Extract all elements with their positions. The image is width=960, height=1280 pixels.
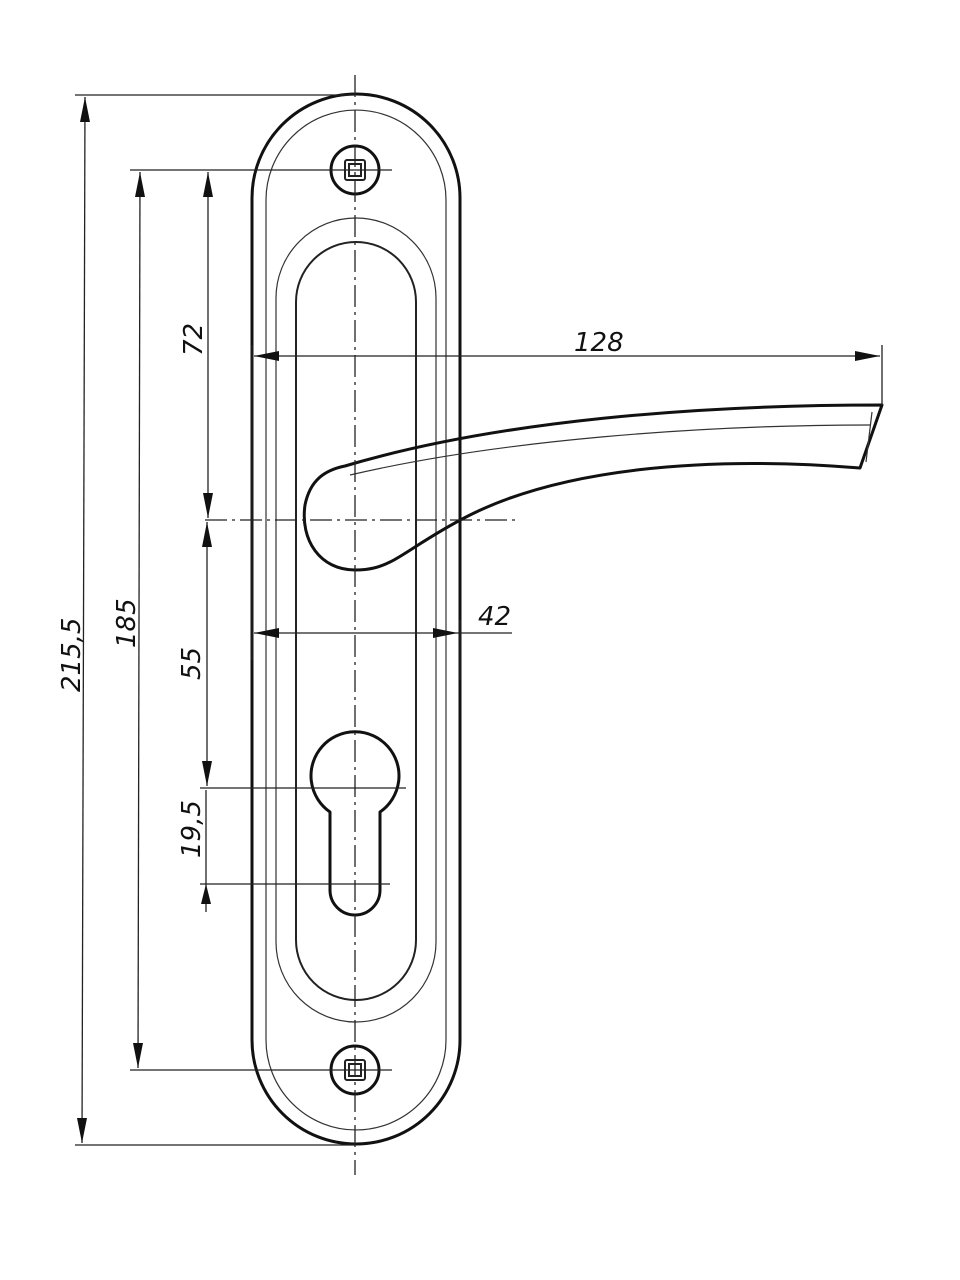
keyhole: [309, 730, 401, 917]
dim-label-handle-length: 128: [574, 328, 624, 358]
dim-label-cylinder: 19,5: [177, 800, 207, 858]
dim-label-overall-height: 215,5: [57, 618, 87, 692]
lever-tip: [865, 411, 873, 463]
plate-bevel-line: [265, 109, 447, 1131]
extension-lines: [75, 94, 883, 1146]
dim-label-screw-spacing: 185: [112, 598, 142, 648]
center-lines: [130, 75, 518, 1175]
plate-recess-inner: [295, 241, 417, 1001]
lever-highlight: [349, 424, 871, 476]
dimension-lines: [77, 96, 880, 1144]
lever-outline: [302, 403, 884, 572]
dim-label-screw-to-handle: 72: [179, 323, 209, 356]
plate-recess-outer: [275, 217, 437, 1023]
handle-lever: [302, 403, 884, 572]
plate-outline: [250, 92, 462, 1146]
dim-label-handle-to-cylinder: 55: [177, 647, 207, 680]
dim-label-plate-width: 42: [478, 602, 511, 632]
back-plate: [250, 92, 462, 1146]
